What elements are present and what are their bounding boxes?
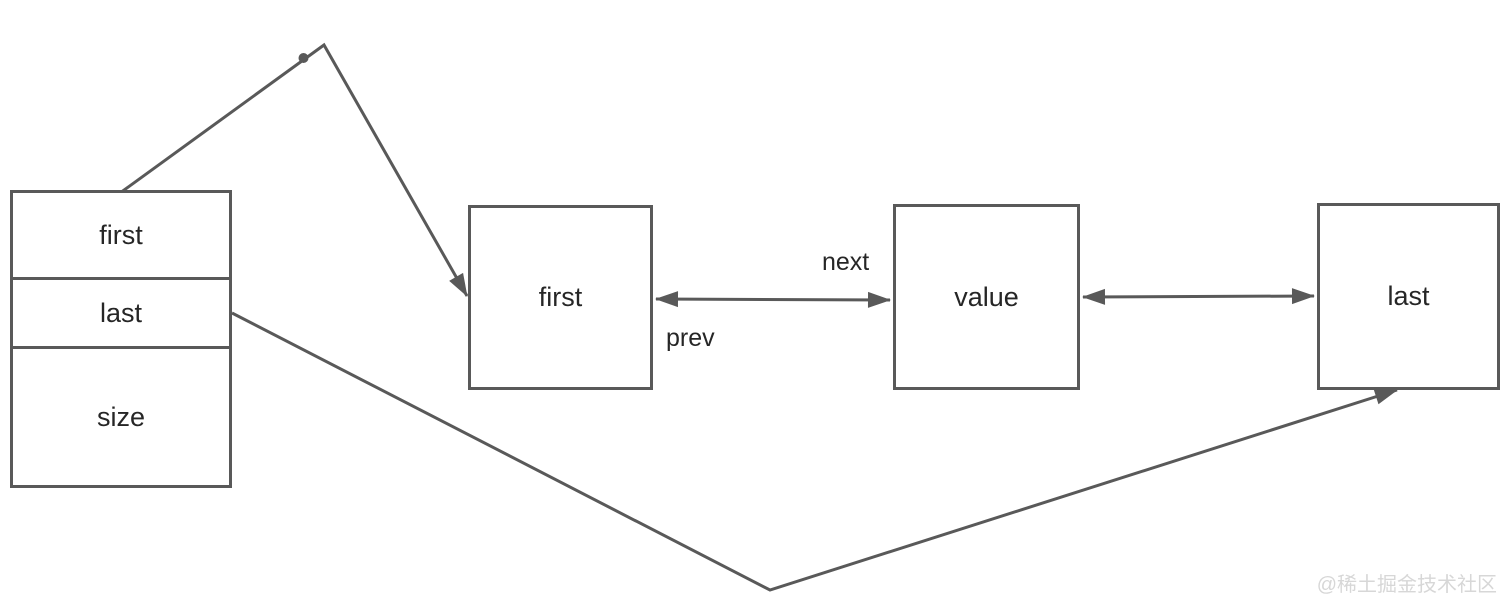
node-value: value	[893, 204, 1080, 390]
header-cell-last: last	[13, 277, 229, 346]
edge-first-value	[655, 291, 891, 308]
watermark-text: @稀土掘金技术社区	[1316, 574, 1497, 596]
connector-bend-dot	[298, 53, 309, 63]
edge-value-last	[1082, 288, 1315, 305]
edge-label-prev: prev	[666, 324, 715, 352]
node-first: first	[468, 205, 653, 390]
header-cell-first: first	[13, 193, 229, 277]
edge-label-next: next	[822, 248, 870, 276]
pointer-header-last-to-node	[231, 311, 1398, 592]
node-last: last	[1317, 203, 1500, 390]
list-header-box: first last size	[10, 190, 232, 488]
pointer-header-first-to-node	[119, 42, 469, 297]
header-cell-size: size	[13, 346, 229, 485]
